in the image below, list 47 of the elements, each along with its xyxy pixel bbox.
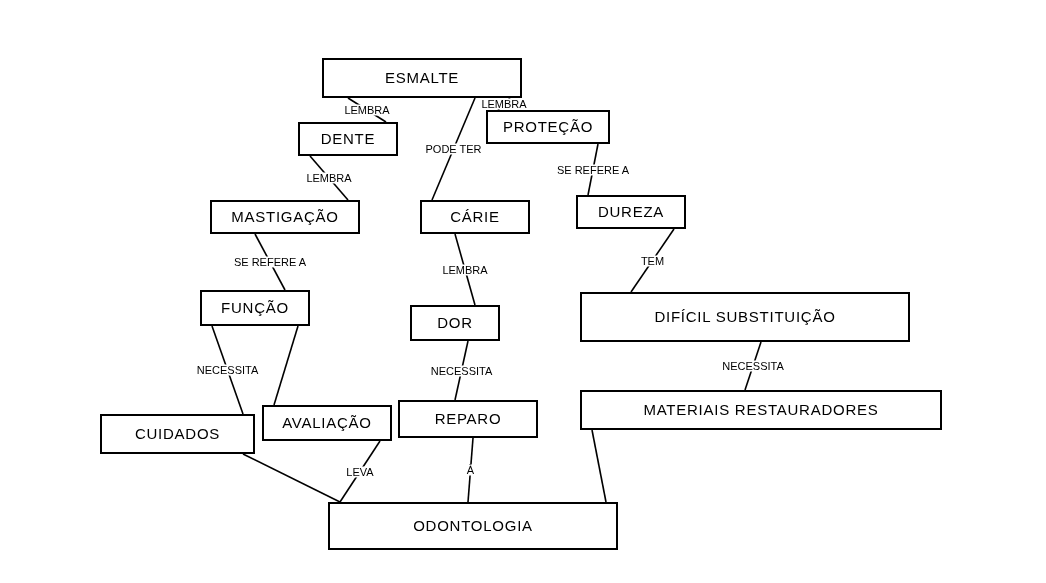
- edge-label: PODE TER: [423, 143, 484, 155]
- connector-line: [431, 97, 476, 201]
- edge-label: LEMBRA: [440, 264, 490, 275]
- concept-box: [210, 200, 360, 234]
- connector-line: [211, 325, 244, 415]
- concept-text: DOR: [437, 312, 473, 333]
- connector-line: [273, 325, 299, 406]
- concept-box: [580, 292, 910, 342]
- concept-text: CUIDADOS: [134, 423, 221, 444]
- connector-line: [467, 437, 474, 503]
- edge-label: LEMBRA: [342, 104, 392, 116]
- edge-label: NECESSITA: [194, 364, 261, 376]
- edge-label: SE REFERE A: [231, 256, 309, 268]
- edge-label: LEMBRA: [304, 172, 354, 184]
- concept-box: [576, 195, 686, 229]
- concept-text: CÁRIE: [450, 206, 500, 227]
- concept-box: [322, 58, 522, 98]
- concept-box: [580, 390, 942, 430]
- connector-line: [591, 429, 607, 503]
- edge-label: NECESSITA: [720, 360, 786, 372]
- concept-box: [328, 502, 618, 550]
- edge-label: LEVA: [344, 466, 376, 477]
- concept-box: [398, 400, 538, 438]
- edge-label: NECESSITA: [428, 365, 495, 376]
- concept-box: [420, 200, 530, 234]
- concept-text: FUNÇÃO: [221, 297, 289, 318]
- concept-text: DUREZA: [597, 201, 665, 222]
- concept-text: DIFÍCIL SUBSTITUIÇÃO: [654, 306, 836, 327]
- concept-box: [298, 122, 398, 156]
- concept-box: [200, 290, 310, 326]
- connector-line: [242, 453, 341, 503]
- concept-text: MATERIAIS RESTAURADORES: [643, 399, 879, 420]
- concept-text: PROTEÇÃO: [502, 116, 594, 137]
- concept-text: DENTE: [320, 128, 376, 149]
- concept-text: ODONTOLOGIA: [413, 515, 533, 536]
- edge-label: SE REFERE A: [554, 164, 632, 175]
- concept-text: MASTIGAÇÃO: [231, 206, 339, 227]
- concept-box: [100, 414, 255, 454]
- concept-box: [486, 110, 610, 144]
- concept-box: [410, 305, 500, 341]
- concept-box: [262, 405, 392, 441]
- concept-text: AVALIAÇÃO: [282, 412, 372, 433]
- edge-label: À: [464, 464, 477, 476]
- concept-text: ESMALTE: [384, 67, 460, 88]
- concept-text: REPARO: [434, 408, 502, 429]
- edge-label: LEMBRA: [479, 98, 529, 110]
- edge-label: TEM: [638, 255, 667, 266]
